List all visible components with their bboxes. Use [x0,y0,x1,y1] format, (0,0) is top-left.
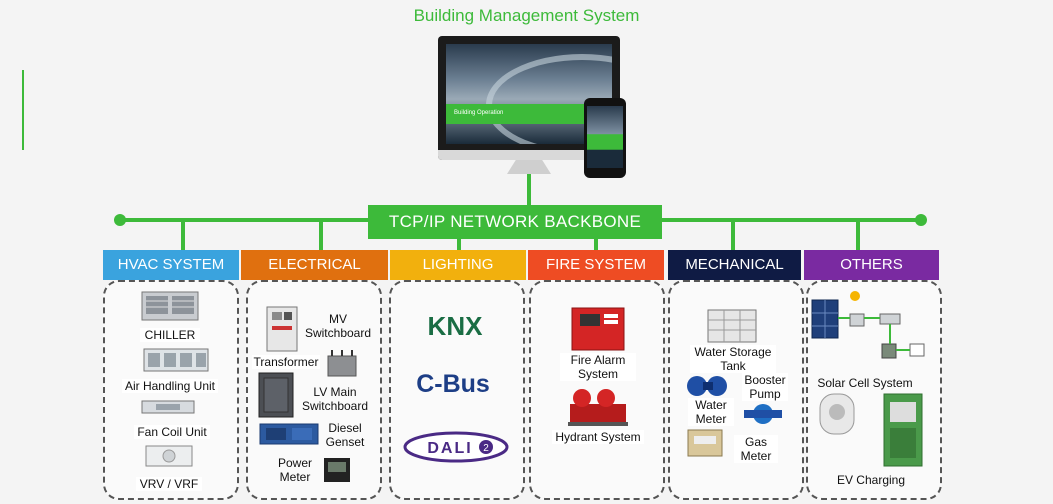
diesel-genset-icon [259,423,319,445]
transformer-label: Transformer [252,355,320,369]
booster-label-1: Booster [742,373,788,387]
ev-charging-station-icon [883,393,923,467]
fcu-label: Fan Coil Unit [134,425,210,439]
solar-label: Solar Cell System [817,376,913,390]
ev-label: EV Charging [836,473,906,487]
solar-cell-system-icon [811,291,925,359]
decorative-line [22,70,24,150]
power-meter-label-2: Meter [279,470,311,484]
water-meter-label-2: Meter [688,412,734,426]
connector-line [319,220,323,250]
connector-line [527,174,531,208]
connector-line [594,238,598,250]
dali-text: DALI [427,440,472,457]
connector-line [181,220,185,250]
dali-number: 2 [483,443,489,454]
cbus-text: C-Bus [416,370,490,398]
hydrant-system-icon [568,389,628,426]
phone-icon [584,98,626,178]
vrv-label: VRV / VRF [136,477,202,491]
tank-label-1: Water Storage [690,345,776,359]
power-meter-label-1: Power [277,456,312,470]
diesel-label-2: Genset [325,435,365,449]
knx-text: KNX [428,311,484,341]
mv-label-2: Switchboard [304,326,372,340]
wall-charger-icon [819,393,855,435]
chiller-label: CHILLER [140,328,200,342]
power-meter-icon [324,458,350,482]
hydrant-label: Hydrant System [552,430,644,444]
fire-alarm-panel-icon [571,307,625,351]
gas-meter-label-1: Gas [734,435,778,449]
backbone-endpoint [114,214,126,226]
cbus-logo: C-Bus [416,370,490,398]
page-title: Building Management System [413,6,640,25]
diesel-label-1: Diesel [328,421,362,435]
tank-label-2: Tank [690,359,776,373]
mv-switchboard-icon [266,306,298,352]
gas-meter-label-2: Meter [734,449,778,463]
category-others: OTHERS [804,250,939,280]
category-hvac: HVAC SYSTEM [103,250,239,280]
knx-logo: KNX [428,311,484,341]
booster-label-2: Pump [742,387,788,401]
fan-coil-unit-icon [141,400,195,414]
category-fire: FIRE SYSTEM [528,250,664,280]
water-storage-tank-icon [707,309,757,343]
category-mechanical: MECHANICAL [668,250,801,280]
monitor-stand [507,160,551,174]
gas-meter-icon [687,429,723,457]
lv-label-1: LV Main [313,385,357,399]
booster-pump-icon [744,404,782,424]
backbone-endpoint [915,214,927,226]
transformer-icon [327,350,357,377]
fire-alarm-label-1: Fire Alarm [560,353,636,367]
lighting-group [389,280,525,500]
lv-switchboard-icon [258,372,294,418]
chiller-icon [141,291,199,321]
ahu-label: Air Handling Unit [122,379,218,393]
category-lighting: LIGHTING [390,250,526,280]
screen-text: Building Operation [454,110,504,116]
vrv-vrf-icon [145,445,193,467]
water-meter-icon [687,376,727,396]
lv-label-2: Switchboard [301,399,369,413]
connector-line [457,238,461,250]
water-meter-label-1: Water [688,398,734,412]
connector-line [856,220,860,250]
dali-logo: DALI 2 [403,431,509,463]
category-electrical: ELECTRICAL [241,250,388,280]
connector-line [731,220,735,250]
fire-alarm-label-2: System [560,367,636,381]
network-backbone: TCP/IP NETWORK BACKBONE [368,205,662,239]
air-handling-unit-icon [143,348,209,372]
mv-label-1: MV [329,312,347,326]
